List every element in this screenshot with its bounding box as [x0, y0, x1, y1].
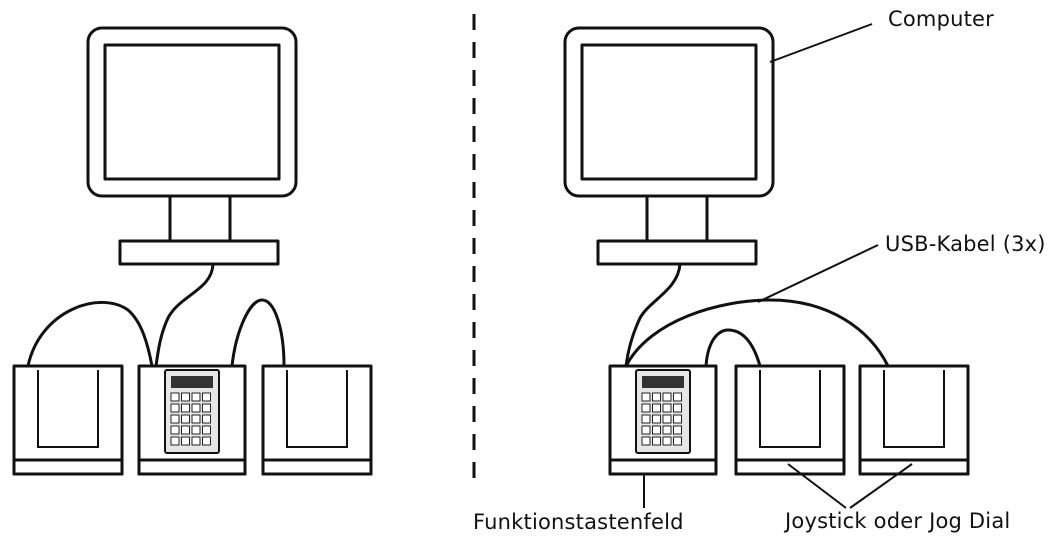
- keypad-key: [662, 414, 672, 424]
- left-computer: [86, 26, 298, 266]
- usb-cable-label: USB-Kabel (3x): [885, 232, 1046, 256]
- keypad-key: [641, 436, 651, 446]
- function-keypad-label: Funktionstastenfeld: [473, 510, 684, 534]
- keypad-key: [641, 403, 651, 413]
- keypad-key: [652, 403, 661, 413]
- keypad-key: [641, 414, 651, 424]
- keypad-key: [191, 414, 201, 424]
- keypad-key: [652, 425, 661, 435]
- keypad-key: [652, 392, 661, 402]
- keypad-key: [170, 425, 180, 435]
- keypad-key: [181, 425, 190, 435]
- keypad-key: [191, 436, 201, 446]
- keypad-key: [662, 436, 672, 446]
- keypad-key: [641, 392, 651, 402]
- leader-lines: [643, 23, 913, 509]
- left-base-unit-2: [261, 364, 373, 476]
- right-keypad-unit: [608, 364, 718, 476]
- left-base-unit-1: [12, 364, 124, 476]
- keypad-key: [170, 436, 180, 446]
- computer-label: Computer: [888, 7, 994, 31]
- keypad-key: [181, 414, 190, 424]
- keypad-key: [191, 392, 201, 402]
- keypad-key: [170, 392, 180, 402]
- keypad-key: [191, 425, 201, 435]
- right-base-unit-1: [734, 364, 846, 476]
- keypad-key: [181, 436, 190, 446]
- keypad-key: [652, 436, 661, 446]
- keypad-key: [181, 403, 190, 413]
- keypad-key: [673, 436, 682, 446]
- keypad-key: [641, 425, 651, 435]
- keypad-key: [662, 425, 672, 435]
- keypad-key: [673, 403, 682, 413]
- keypad-key: [673, 414, 682, 424]
- left-keypad-unit: [137, 364, 247, 476]
- joystick-jog-label: Joystick oder Jog Dial: [785, 509, 1011, 533]
- keypad-key: [673, 392, 682, 402]
- right-cables: [624, 262, 890, 368]
- right-computer: [563, 26, 775, 266]
- keypad-key: [652, 414, 661, 424]
- left-cables: [26, 262, 286, 368]
- keypad-key: [202, 414, 211, 424]
- keypad-key: [202, 436, 211, 446]
- keypad-key: [202, 392, 211, 402]
- keypad-key: [170, 403, 180, 413]
- keypad-key: [181, 392, 190, 402]
- keypad-key: [202, 425, 211, 435]
- keypad-key: [673, 425, 682, 435]
- keypad-key: [191, 403, 201, 413]
- keypad-key: [202, 403, 211, 413]
- keypad-key: [662, 403, 672, 413]
- right-base-unit-2: [858, 364, 970, 476]
- keypad-key: [662, 392, 672, 402]
- keypad-key: [170, 414, 180, 424]
